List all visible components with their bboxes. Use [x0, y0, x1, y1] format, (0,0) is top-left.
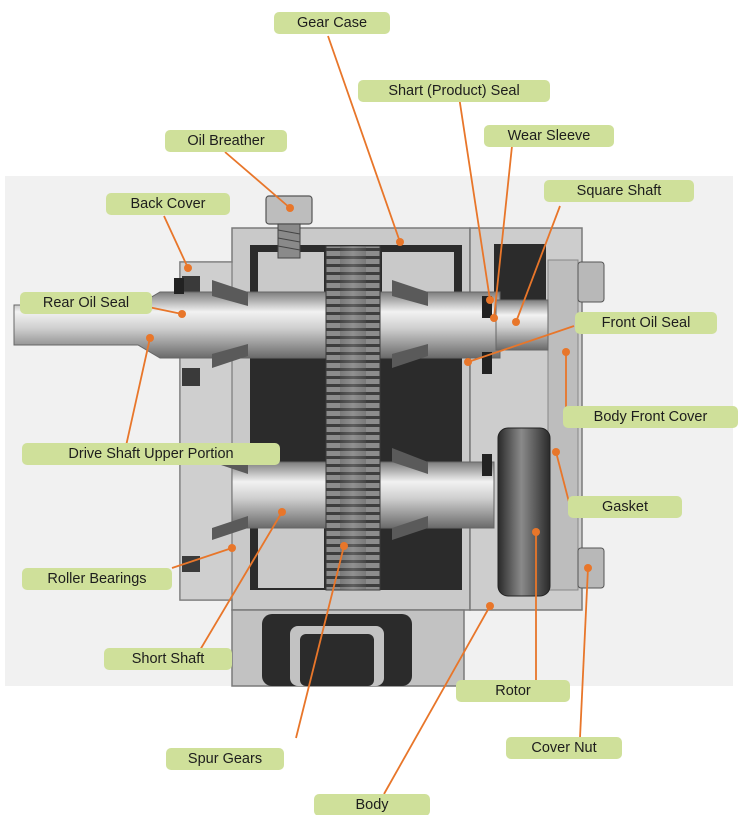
label-rear-oil-seal: Rear Oil Seal	[20, 292, 152, 314]
bearing-set	[212, 280, 428, 540]
label-body: Body	[314, 794, 430, 815]
leader-spur-gears	[295, 545, 345, 739]
leader-body	[383, 605, 491, 795]
leader-wear-sleeve	[493, 145, 513, 319]
leader-shaft-seal	[457, 89, 491, 301]
label-spur-gears: Spur Gears	[166, 748, 284, 770]
leader-lines	[125, 35, 589, 795]
label-gear-case: Gear Case	[274, 12, 390, 34]
leader-short-shaft	[199, 511, 283, 651]
leader-oil-breather	[224, 151, 291, 209]
label-oil-breather: Oil Breather	[165, 130, 287, 152]
spur-gear	[325, 245, 381, 591]
leader-dots	[146, 204, 592, 610]
label-short-shaft: Short Shaft	[104, 648, 232, 670]
label-wear-sleeve: Wear Sleeve	[484, 125, 614, 147]
seals	[174, 278, 492, 476]
leader-front-oil-seal	[467, 325, 575, 363]
label-shaft-product-seal: Shart (Product) Seal	[358, 80, 550, 102]
leader-square-shaft	[515, 205, 561, 323]
label-drive-shaft-upper-portion: Drive Shaft Upper Portion	[22, 443, 280, 465]
label-rotor: Rotor	[456, 680, 570, 702]
label-body-front-cover: Body Front Cover	[563, 406, 738, 428]
leader-gear-case	[327, 35, 401, 243]
label-roller-bearings: Roller Bearings	[22, 568, 172, 590]
pump-base	[231, 609, 465, 687]
leader-drive-shaft	[125, 337, 151, 447]
label-cover-nut: Cover Nut	[506, 737, 622, 759]
leader-cover-nut	[579, 567, 589, 739]
label-front-oil-seal: Front Oil Seal	[575, 312, 717, 334]
label-back-cover: Back Cover	[106, 193, 230, 215]
leader-roller-bearings	[171, 547, 233, 569]
label-gasket: Gasket	[568, 496, 682, 518]
leader-back-cover	[163, 215, 189, 269]
rotor	[497, 427, 551, 597]
leader-gasket	[555, 451, 571, 507]
label-square-shaft: Square Shaft	[544, 180, 694, 202]
